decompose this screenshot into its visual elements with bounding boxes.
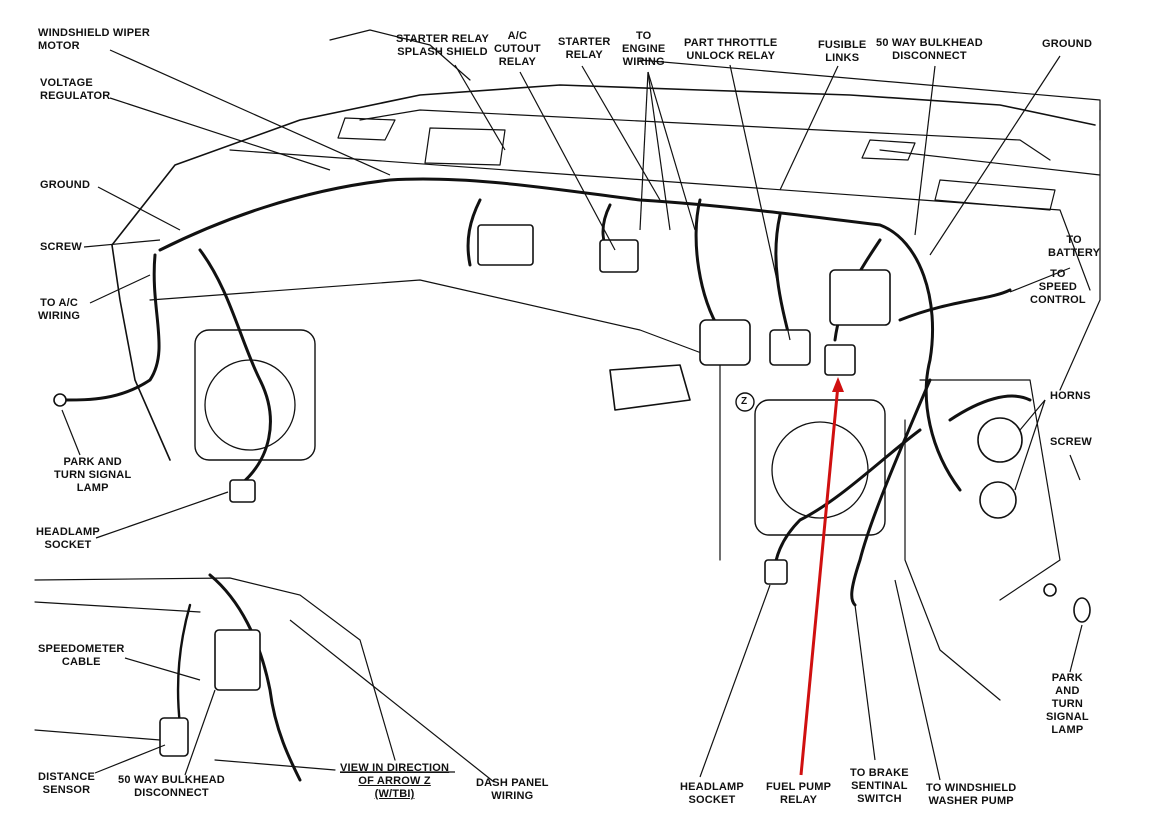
relay-center	[699, 319, 751, 366]
distance-sensor-body	[159, 717, 189, 757]
label-part-throttle-unlock-relay: PART THROTTLE UNLOCK RELAY	[684, 37, 778, 62]
label-50-way-bulkhead-bottom: 50 WAY BULKHEAD DISCONNECT	[118, 774, 225, 799]
label-starter-relay: STARTER RELAY	[558, 36, 611, 61]
label-fusible-links: FUSIBLE LINKS	[818, 39, 867, 64]
fender-outline	[111, 84, 1096, 246]
label-screw-left: SCREW	[40, 241, 82, 253]
arrow-z-circle	[735, 392, 755, 412]
harness-branch-headlamp	[198, 248, 272, 487]
fuel-pump-relay-body	[824, 344, 856, 376]
label-headlamp-socket-left: HEADLAMP SOCKET	[36, 526, 100, 551]
label-screw-right: SCREW	[1050, 436, 1092, 448]
park-lamp-left-bulb	[53, 393, 67, 407]
label-windshield-wiper-motor: WINDSHIELD WIPER MOTOR	[38, 27, 150, 52]
inset-bulkhead	[214, 629, 261, 691]
label-ac-cutout-relay: A/C CUTOUT RELAY	[494, 30, 541, 68]
label-to-speed-control: TO SPEED CONTROL	[1030, 268, 1086, 306]
label-starter-relay-splash-shield: STARTER RELAY SPLASH SHIELD	[396, 33, 490, 58]
cowl-panel	[229, 149, 1091, 291]
horn-bottom	[979, 481, 1017, 519]
label-to-windshield-washer-pump: TO WINDSHIELD WASHER PUMP	[926, 782, 1017, 807]
ac-cutout-relay-body	[599, 239, 639, 273]
harness-branch-washer	[850, 378, 932, 607]
wheel-well-right	[754, 399, 886, 536]
label-speedometer-cable: SPEEDOMETER CABLE	[38, 643, 125, 668]
label-fuel-pump-relay: FUEL PUMP RELAY	[766, 781, 832, 806]
bulkhead-connector	[609, 364, 691, 411]
inset-outline	[34, 577, 396, 761]
label-park-turn-signal-lamp-left: PARK AND TURN SIGNAL LAMP	[54, 456, 132, 494]
starter-relay-shield	[477, 224, 534, 266]
label-to-brake-sentinal-switch: TO BRAKE SENTINAL SWITCH	[850, 767, 909, 805]
harness-to-battery	[898, 288, 1012, 322]
dash-panel-top	[359, 109, 1051, 161]
horn-top	[977, 417, 1023, 463]
label-dash-panel-wiring: DASH PANEL WIRING	[476, 777, 549, 802]
label-to-ac-wiring: TO A/C WIRING	[38, 297, 81, 322]
label-park-turn-signal-lamp-right: PARK AND TURN SIGNAL LAMP	[1046, 672, 1089, 736]
label-ground-right: GROUND	[1042, 38, 1093, 50]
label-distance-sensor: DISTANCE SENSOR	[38, 771, 96, 796]
label-horns: HORNS	[1050, 390, 1091, 402]
fuel-pump-relay-pointer	[799, 384, 840, 776]
harness-branch-park	[63, 253, 161, 402]
inset-harness	[208, 573, 302, 782]
label-to-engine-wiring: TO ENGINE WIRING	[622, 30, 666, 68]
headlamp-socket-right-body	[764, 559, 788, 585]
label-50-way-bulkhead-top: 50 WAY BULKHEAD DISCONNECT	[876, 37, 983, 62]
label-to-battery: TO BATTERY	[1048, 234, 1101, 259]
wheel-well-left	[194, 329, 316, 461]
label-voltage-regulator: VOLTAGE REGULATOR	[40, 77, 111, 102]
park-lamp-right-bulb	[1073, 597, 1091, 623]
headlamp-socket-left-body	[229, 479, 256, 503]
label-arrow-z: Z	[741, 396, 748, 407]
label-ground-left: GROUND	[40, 179, 91, 191]
inner-fender-left	[149, 279, 721, 561]
label-headlamp-socket-right: HEADLAMP SOCKET	[680, 781, 744, 806]
hood-edge	[111, 244, 171, 461]
label-view-in-direction: VIEW IN DIRECTION OF ARROW Z (W/TBI)	[340, 762, 450, 800]
harness-main	[158, 177, 962, 492]
